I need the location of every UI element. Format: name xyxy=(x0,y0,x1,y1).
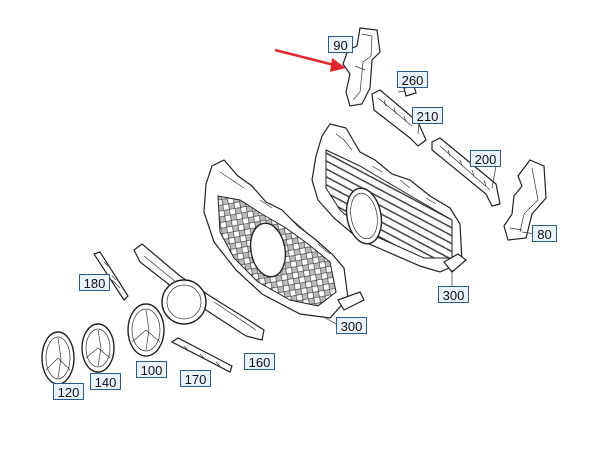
callout-180: 180 xyxy=(79,274,110,291)
crossbar-part-160 xyxy=(133,243,265,341)
callout-120: 120 xyxy=(53,383,84,400)
strip-part-170 xyxy=(170,337,233,373)
pointer-arrow xyxy=(274,48,346,72)
strip-part-180 xyxy=(93,251,129,301)
callout-200: 200 xyxy=(470,150,501,167)
callout-300-upper: 300 xyxy=(438,286,469,303)
callout-170: 170 xyxy=(180,370,211,387)
callout-80: 80 xyxy=(532,225,557,242)
trim-part-200 xyxy=(431,137,501,207)
callout-90: 90 xyxy=(328,36,353,53)
bracket-part-80 xyxy=(503,159,547,241)
trim-part-210 xyxy=(371,89,427,147)
grille-part-300-center xyxy=(203,159,365,319)
callout-210: 210 xyxy=(412,107,443,124)
grille-part-300-upper xyxy=(311,123,467,273)
callout-100: 100 xyxy=(136,361,167,378)
emblem-part-140 xyxy=(81,323,115,373)
callout-160: 160 xyxy=(244,353,275,370)
callout-260: 260 xyxy=(397,71,428,88)
callout-300-center: 300 xyxy=(336,317,367,334)
callout-140: 140 xyxy=(90,373,121,390)
emblem-part-120 xyxy=(41,331,75,385)
emblem-part-100 xyxy=(127,303,165,357)
